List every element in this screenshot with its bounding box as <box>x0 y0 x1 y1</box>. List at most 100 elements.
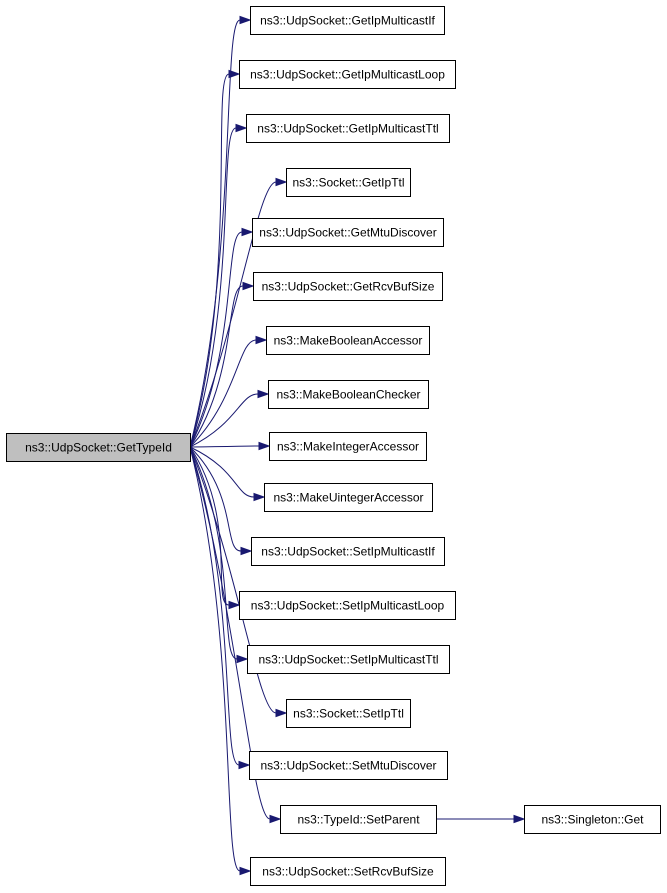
edge-line <box>189 181 277 448</box>
node-ns3-singleton-get[interactable]: ns3::Singleton::Get <box>524 805 661 834</box>
node-label: ns3::MakeBooleanAccessor <box>274 334 423 348</box>
edge-line <box>189 446 277 714</box>
node-box <box>250 857 446 886</box>
edge-ns3-udpsocket-gettypeid-to-ns3-socket-getipttl <box>189 177 288 448</box>
node-box <box>252 218 444 247</box>
node-label: ns3::MakeBooleanChecker <box>276 388 420 402</box>
edge-ns3-udpsocket-gettypeid-to-ns3-udpsocket-getrcvbufsize <box>189 281 255 448</box>
edge-line <box>189 393 259 448</box>
node-ns3-udpsocket-setipmulticastttl[interactable]: ns3::UdpSocket::SetIpMulticastTtl <box>247 645 450 674</box>
node-ns3-makeintegeraccessor[interactable]: ns3::MakeIntegerAccessor <box>269 432 427 461</box>
node-box <box>251 537 445 566</box>
arrowhead <box>236 654 249 664</box>
arrowhead <box>253 492 266 502</box>
arrowhead <box>269 814 282 824</box>
node-label: ns3::UdpSocket::SetMtuDiscover <box>260 759 436 773</box>
node-ns3-makebooleanchecker[interactable]: ns3::MakeBooleanChecker <box>268 380 429 409</box>
node-ns3-udpsocket-getipmulticastif[interactable]: ns3::UdpSocket::GetIpMulticastIf <box>250 6 445 35</box>
edges-layer <box>189 15 526 876</box>
node-ns3-typeid-setparent[interactable]: ns3::TypeId::SetParent <box>280 805 437 834</box>
edge-ns3-udpsocket-gettypeid-to-ns3-makebooleanaccessor <box>189 335 268 448</box>
node-label: ns3::UdpSocket::SetIpMulticastTtl <box>258 653 438 667</box>
edge-ns3-typeid-setparent-to-ns3-singleton-get <box>436 814 526 824</box>
node-box <box>280 805 437 834</box>
edge-line <box>189 19 241 448</box>
node-ns3-udpsocket-getipmulticastttl[interactable]: ns3::UdpSocket::GetIpMulticastTtl <box>246 114 450 143</box>
node-ns3-makeuintegeraccessor[interactable]: ns3::MakeUintegerAccessor <box>264 483 433 512</box>
edge-line <box>189 285 244 448</box>
edge-ns3-udpsocket-gettypeid-to-ns3-makeuintegeraccessor <box>189 446 266 502</box>
node-ns3-udpsocket-setipmulticastif[interactable]: ns3::UdpSocket::SetIpMulticastIf <box>251 537 445 566</box>
node-box <box>286 699 411 728</box>
node-box <box>249 751 448 780</box>
arrowhead <box>241 227 254 237</box>
arrowhead <box>257 389 270 399</box>
edge-line <box>189 446 271 820</box>
edge-ns3-udpsocket-gettypeid-to-ns3-udpsocket-getipmulticastif <box>189 15 252 448</box>
node-label: ns3::MakeUintegerAccessor <box>273 491 423 505</box>
node-label: ns3::Socket::SetIpTtl <box>293 707 404 721</box>
node-ns3-udpsocket-getipmulticastloop[interactable]: ns3::UdpSocket::GetIpMulticastLoop <box>239 60 456 89</box>
edge-ns3-udpsocket-gettypeid-to-ns3-udpsocket-getipmulticastloop <box>189 69 241 448</box>
arrowhead <box>258 441 271 451</box>
node-label: ns3::UdpSocket::GetIpMulticastTtl <box>257 122 438 136</box>
node-box <box>269 432 427 461</box>
node-label: ns3::UdpSocket::GetMtuDiscover <box>259 226 436 240</box>
edge-ns3-udpsocket-gettypeid-to-ns3-udpsocket-setipmulticastttl <box>189 446 249 664</box>
node-box <box>524 805 661 834</box>
edge-line <box>189 127 237 448</box>
edge-ns3-udpsocket-gettypeid-to-ns3-makebooleanchecker <box>189 389 270 448</box>
edge-line <box>189 446 240 766</box>
node-label: ns3::UdpSocket::GetIpMulticastIf <box>260 14 435 28</box>
arrowhead <box>239 15 252 25</box>
node-box <box>239 591 456 620</box>
node-box <box>239 60 456 89</box>
edge-ns3-udpsocket-gettypeid-to-ns3-udpsocket-getmtudiscover <box>189 227 254 448</box>
node-label: ns3::UdpSocket::SetIpMulticastIf <box>261 545 435 559</box>
node-label: ns3::UdpSocket::SetRcvBufSize <box>262 865 434 879</box>
node-box <box>6 433 191 462</box>
arrowhead <box>228 69 241 79</box>
nodes-layer: ns3::UdpSocket::GetTypeIdns3::UdpSocket:… <box>6 6 661 886</box>
node-ns3-socket-setipttl[interactable]: ns3::Socket::SetIpTtl <box>286 699 411 728</box>
node-box <box>286 168 411 197</box>
node-label: ns3::Singleton::Get <box>541 813 644 827</box>
edge-line <box>189 445 260 448</box>
edge-line <box>189 339 257 448</box>
edge-line <box>189 446 238 660</box>
edge-ns3-udpsocket-gettypeid-to-ns3-typeid-setparent <box>189 446 282 824</box>
arrowhead <box>513 814 526 824</box>
node-box <box>253 272 443 301</box>
arrowhead <box>235 123 248 133</box>
node-ns3-makebooleanaccessor[interactable]: ns3::MakeBooleanAccessor <box>266 326 430 355</box>
edge-line <box>189 73 230 448</box>
node-label: ns3::UdpSocket::GetTypeId <box>25 441 172 455</box>
arrowhead <box>242 281 255 291</box>
node-label: ns3::UdpSocket::SetIpMulticastLoop <box>251 599 445 613</box>
node-box <box>266 326 430 355</box>
node-ns3-udpsocket-setipmulticastloop[interactable]: ns3::UdpSocket::SetIpMulticastLoop <box>239 591 456 620</box>
node-ns3-socket-getipttl[interactable]: ns3::Socket::GetIpTtl <box>286 168 411 197</box>
edge-line <box>189 231 243 448</box>
arrowhead <box>238 760 251 770</box>
arrowhead <box>228 600 241 610</box>
root-node-ns3-udpsocket-gettypeid[interactable]: ns3::UdpSocket::GetTypeId <box>6 433 191 462</box>
node-label: ns3::MakeIntegerAccessor <box>277 440 419 454</box>
node-box <box>247 645 450 674</box>
node-ns3-udpsocket-getrcvbufsize[interactable]: ns3::UdpSocket::GetRcvBufSize <box>253 272 443 301</box>
edge-line <box>189 446 255 498</box>
arrowhead <box>275 177 288 187</box>
node-ns3-udpsocket-setmtudiscover[interactable]: ns3::UdpSocket::SetMtuDiscover <box>249 751 448 780</box>
edge-ns3-udpsocket-gettypeid-to-ns3-udpsocket-getipmulticastttl <box>189 123 248 448</box>
node-label: ns3::UdpSocket::GetIpMulticastLoop <box>250 68 445 82</box>
node-label: ns3::TypeId::SetParent <box>297 813 420 827</box>
edge-ns3-udpsocket-gettypeid-to-ns3-udpsocket-setrcvbufsize <box>189 446 252 876</box>
node-box <box>268 380 429 409</box>
node-label: ns3::UdpSocket::GetRcvBufSize <box>262 280 435 294</box>
node-box <box>246 114 450 143</box>
arrowhead <box>239 866 252 876</box>
node-ns3-udpsocket-getmtudiscover[interactable]: ns3::UdpSocket::GetMtuDiscover <box>252 218 444 247</box>
node-ns3-udpsocket-setrcvbufsize[interactable]: ns3::UdpSocket::SetRcvBufSize <box>250 857 446 886</box>
arrowhead <box>275 708 288 718</box>
